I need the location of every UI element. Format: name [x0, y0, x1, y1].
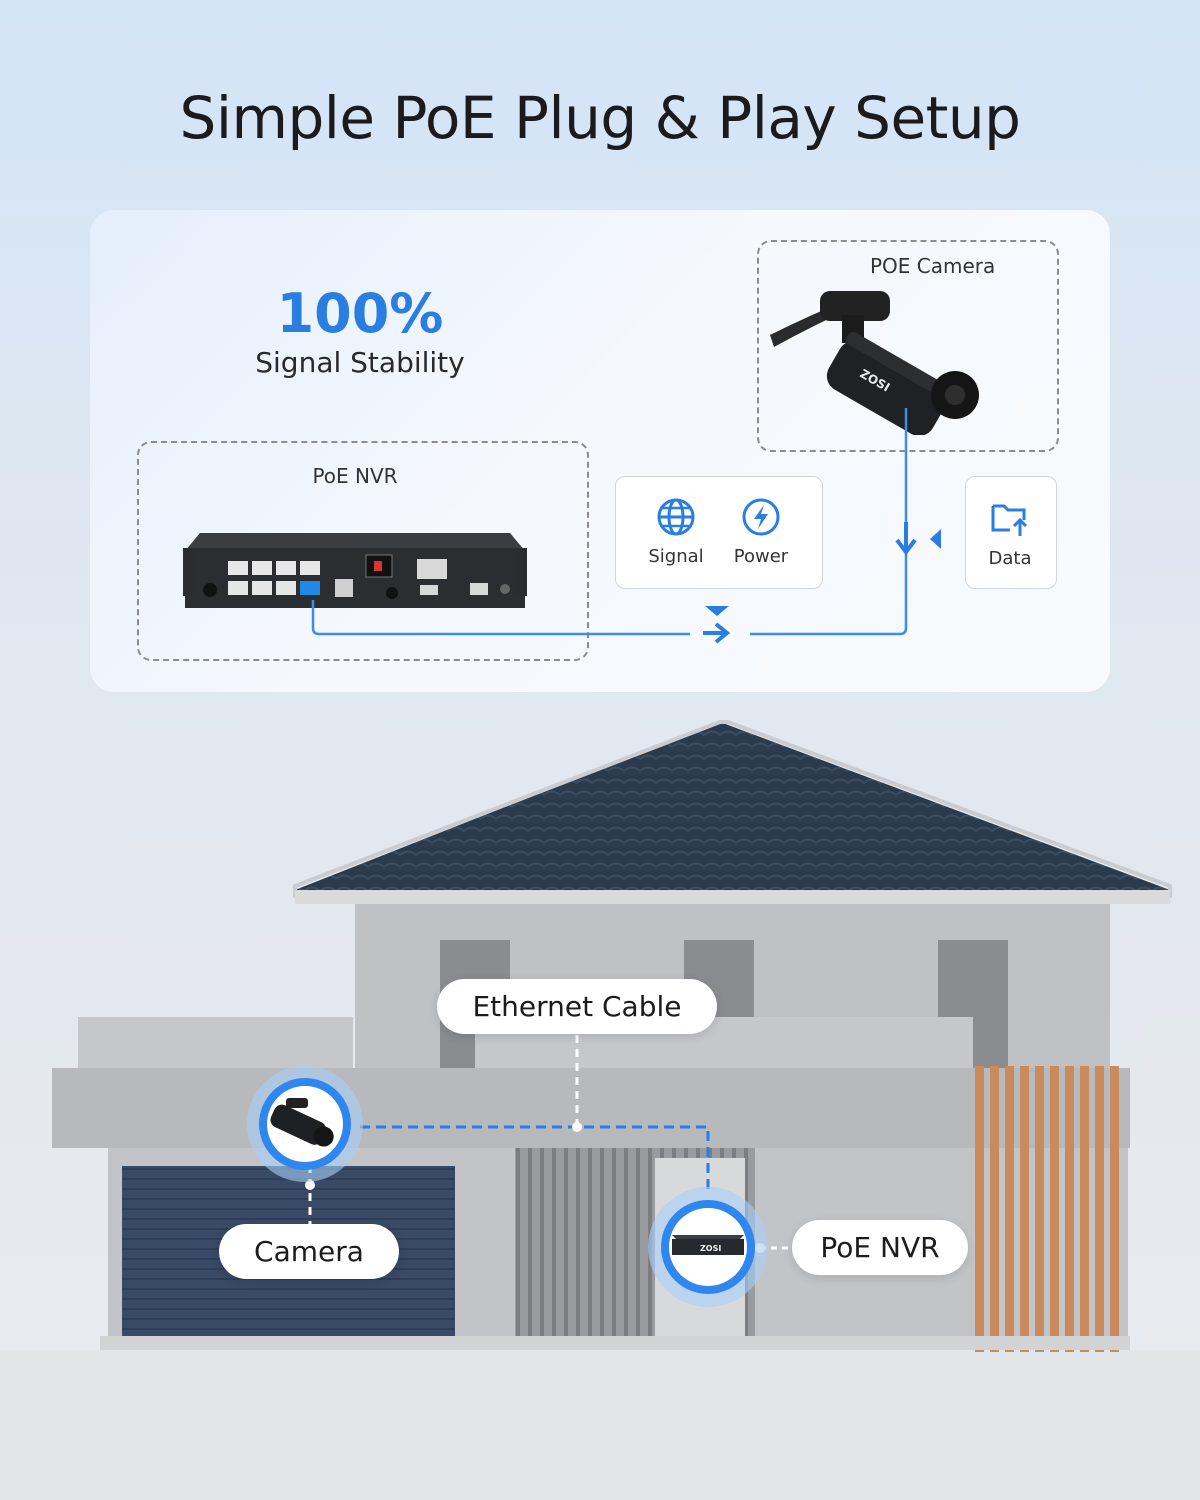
- svg-text:ZOSI: ZOSI: [700, 1244, 721, 1253]
- globe-icon: [657, 498, 695, 536]
- nvr-device: [183, 533, 527, 608]
- data-card: [965, 476, 1057, 589]
- camera-box-label: POE Camera: [870, 254, 996, 278]
- camera-label: Camera: [219, 1224, 399, 1279]
- data-label: Data: [988, 548, 1032, 569]
- folder-upload-icon: [991, 504, 1028, 536]
- connection-lines: [311, 408, 941, 644]
- power-label: Power: [733, 546, 789, 567]
- page-title: Simple PoE Plug & Play Setup: [179, 84, 1021, 152]
- poe-camera-image: ZOSI: [770, 291, 979, 435]
- house-illustration: ZOSI: [0, 720, 1200, 1500]
- stability-value: 100%: [276, 282, 444, 345]
- stability-label: Signal Stability: [255, 346, 465, 379]
- nvr-box: [137, 441, 589, 661]
- signal-label: Signal: [648, 546, 704, 567]
- ethernet-cable-label: Ethernet Cable: [437, 979, 717, 1034]
- signal-power-card: [615, 476, 823, 589]
- camera-box: [757, 240, 1059, 452]
- nvr-box-label: PoE NVR: [312, 464, 398, 488]
- poe-nvr-label: PoE NVR: [792, 1220, 968, 1275]
- power-icon: [742, 498, 780, 536]
